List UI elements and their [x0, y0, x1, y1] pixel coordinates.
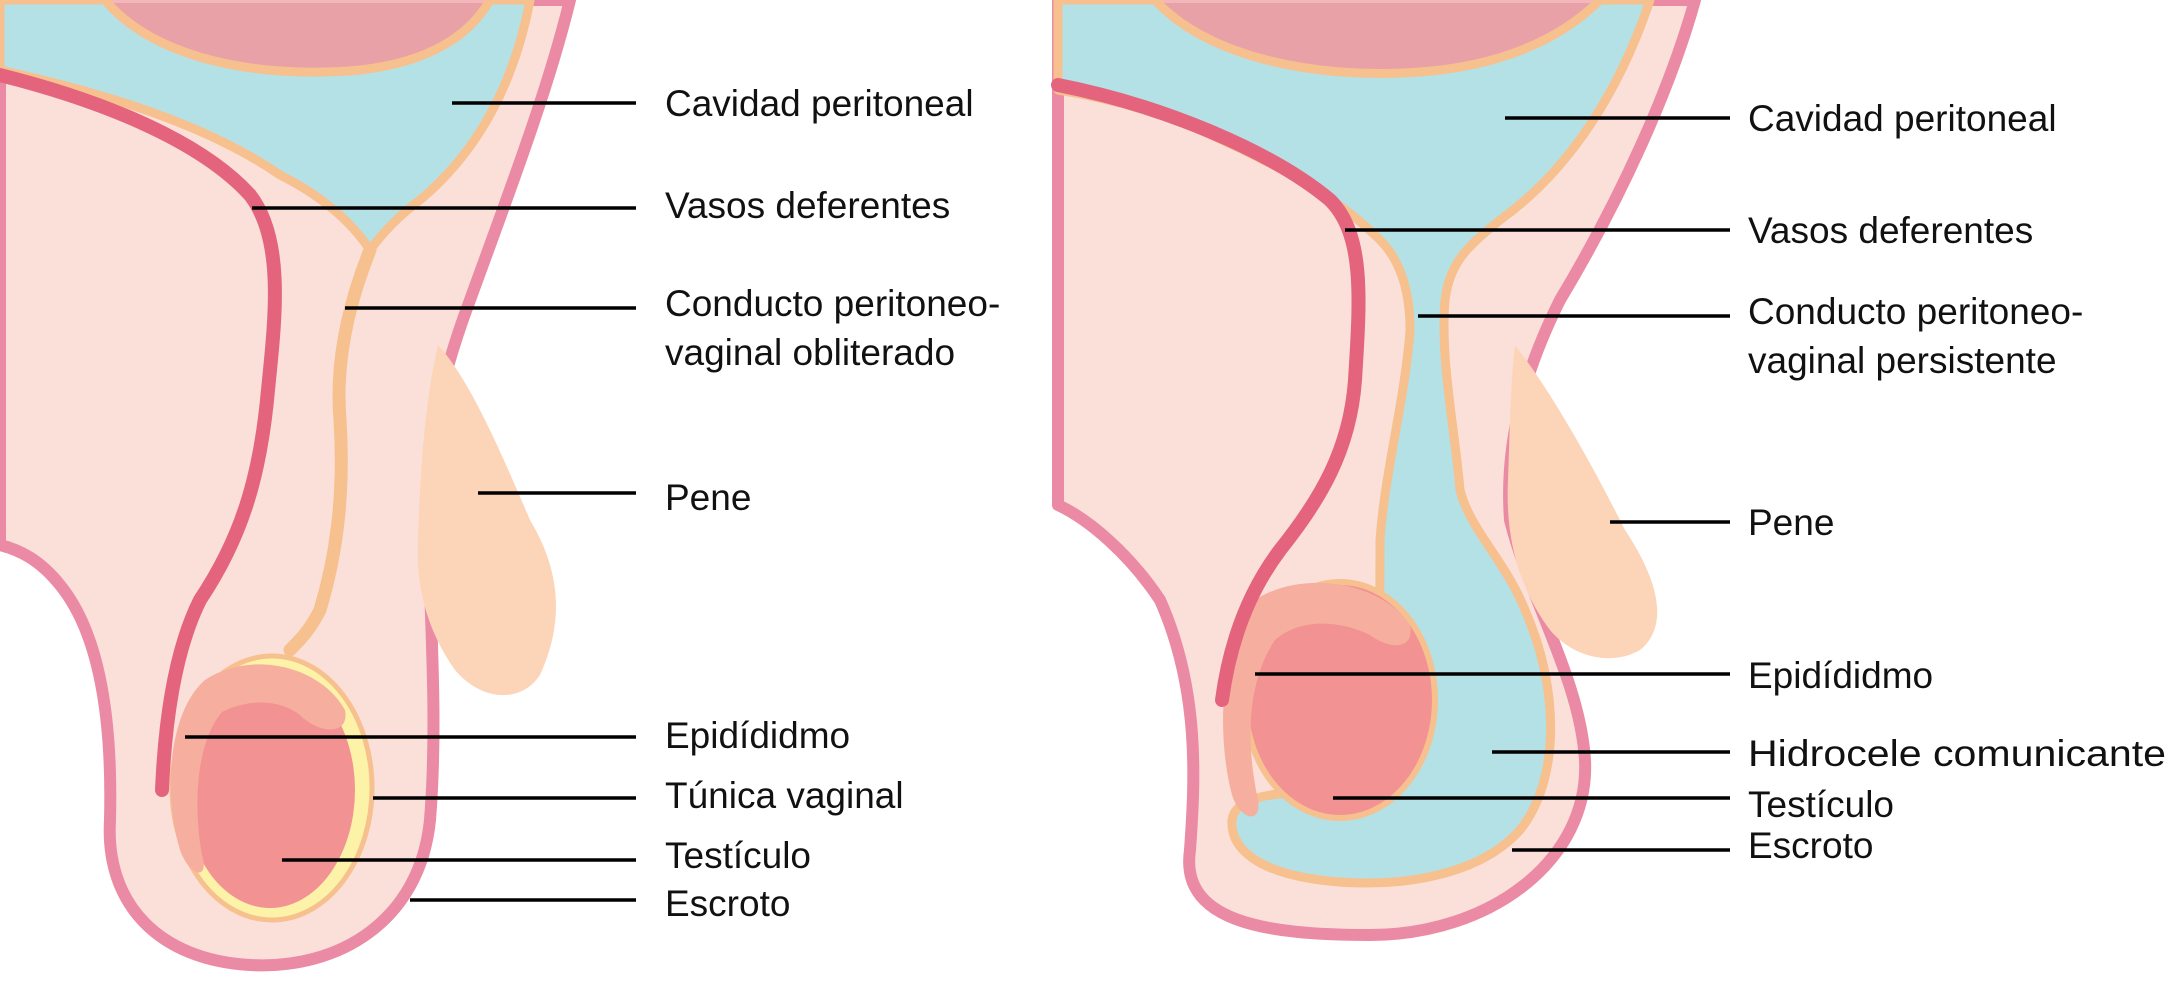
left-vas-deferens	[0, 68, 282, 797]
label-cavidad-peritoneal-left: Cavidad peritoneal	[665, 83, 974, 124]
label-conducto-line1-right: Conducto peritoneo-	[1748, 291, 2083, 332]
label-tunica-vaginal-left: Túnica vaginal	[665, 775, 904, 816]
left-peritoneal-cavity	[0, 0, 535, 255]
left-obliterated-process	[283, 243, 377, 657]
label-vasos-deferentes-right: Vasos deferentes	[1748, 210, 2033, 251]
left-leader-lines	[185, 101, 636, 902]
right-vas-deferens	[1051, 78, 1366, 707]
label-epididimo-left: Epidídidmo	[665, 715, 850, 756]
label-cavidad-peritoneal-right: Cavidad peritoneal	[1748, 98, 2057, 139]
left-skin-tissue	[0, 0, 576, 972]
label-conducto-line1-left: Conducto peritoneo-	[665, 283, 1000, 324]
left-epididymis	[170, 664, 346, 873]
left-penis	[417, 345, 557, 696]
label-escroto-right: Escroto	[1748, 825, 1873, 866]
label-pene-right: Pene	[1748, 502, 1834, 543]
label-vasos-deferentes-left: Vasos deferentes	[665, 185, 950, 226]
right-peritoneal-cavity	[1053, 0, 1655, 888]
left-panel-illustration	[0, 0, 576, 972]
label-conducto-line2-right: vaginal persistente	[1748, 340, 2057, 381]
label-hidrocele-comunicante-right: Hidrocele comunicante	[1748, 733, 2166, 774]
right-labels: Cavidad peritoneal Vasos deferentes Cond…	[1748, 98, 2166, 866]
right-epididymis	[1223, 582, 1411, 817]
label-conducto-line2-left: vaginal obliterado	[665, 332, 955, 373]
left-testis	[185, 672, 355, 908]
label-testiculo-left: Testículo	[665, 835, 811, 876]
right-leader-lines	[1255, 116, 1730, 852]
left-labels: Cavidad peritoneal Vasos deferentes Cond…	[665, 83, 1000, 924]
right-penis	[1507, 345, 1658, 659]
label-testiculo-right: Testículo	[1748, 784, 1894, 825]
label-pene-left: Pene	[665, 477, 751, 518]
label-epididimo-right: Epidídidmo	[1748, 655, 1933, 696]
right-panel-illustration	[1051, 0, 1701, 941]
label-escroto-left: Escroto	[665, 883, 790, 924]
